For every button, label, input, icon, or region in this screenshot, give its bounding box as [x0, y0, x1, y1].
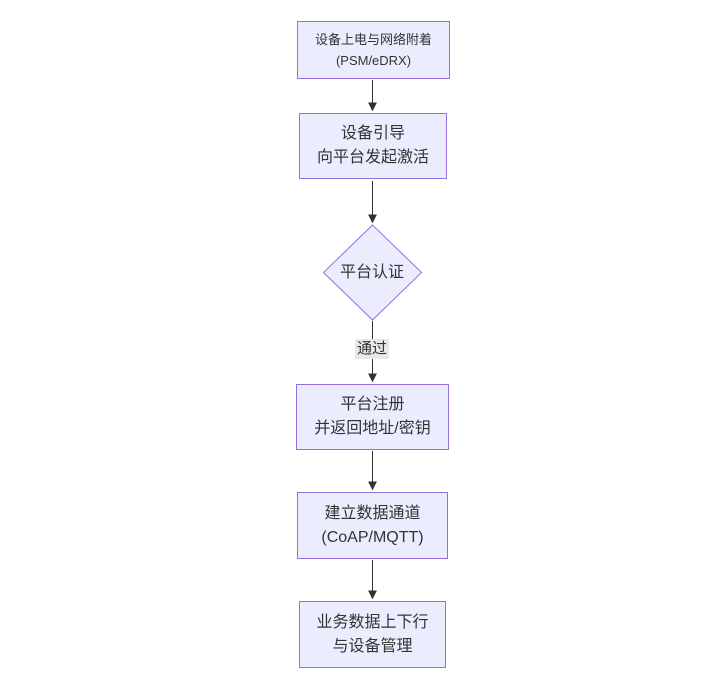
node-label-line2: (PSM/eDRX) — [335, 53, 412, 68]
node-label-line1: 建立数据通道 — [324, 504, 421, 522]
flow-node-bootstrap: 设备引导 向平台发起激活 — [299, 113, 447, 179]
node-label-line2: (CoAP/MQTT) — [321, 528, 424, 546]
node-label-line1: 业务数据上下行 — [316, 613, 429, 631]
node-label-line2: 与设备管理 — [332, 637, 413, 655]
node-label-line1: 设备引导 — [340, 125, 405, 142]
edge-label-pass: 通过 — [354, 339, 390, 359]
flow-node-register: 平台注册 并返回地址/密钥 — [296, 384, 449, 450]
flow-node-power-attach: 设备上电与网络附着 (PSM/eDRX) — [297, 21, 450, 79]
flow-node-data-channel: 建立数据通道 (CoAP/MQTT) — [297, 492, 448, 559]
node-label-line1: 平台注册 — [340, 396, 405, 413]
node-label-line1: 设备上电与网络附着 — [314, 32, 432, 47]
node-label-line2: 向平台发起激活 — [316, 149, 429, 166]
decision-node-label: 平台认证 — [339, 264, 405, 281]
flow-node-business: 业务数据上下行 与设备管理 — [299, 601, 446, 668]
node-label-line2: 并返回地址/密钥 — [314, 420, 431, 437]
